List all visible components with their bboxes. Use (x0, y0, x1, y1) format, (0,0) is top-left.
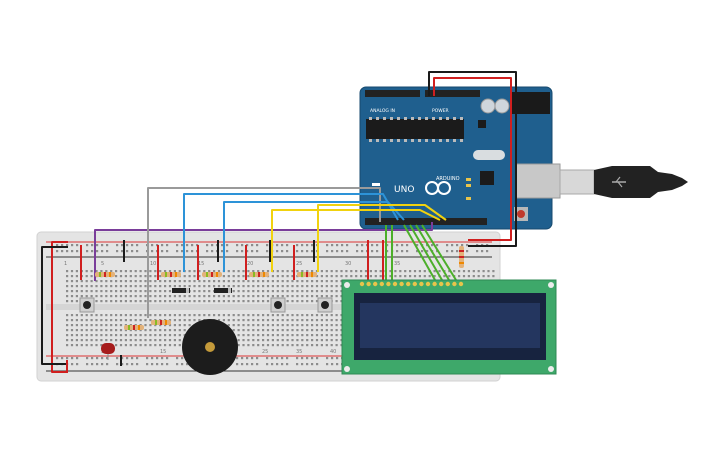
svg-text:30: 30 (345, 261, 351, 267)
breadboard-column-numbers: 1 5 10 15 20 25 30 35 5 15 25 35 40 (64, 261, 400, 355)
capacitor-2 (494, 98, 510, 114)
wire-rail-black-left (41, 246, 68, 365)
resistor-1 (95, 272, 115, 277)
lcd-pin[interactable] (406, 281, 411, 287)
wire-rail-red-left (51, 241, 68, 373)
diode-2 (214, 288, 232, 293)
diode-1 (172, 288, 190, 293)
resistor-6 (124, 325, 144, 330)
svg-text:25: 25 (262, 349, 268, 355)
lcd-pin[interactable] (366, 281, 371, 287)
wire-gnd-black (428, 71, 517, 247)
pushbutton-1 (79, 297, 95, 313)
svg-text:5: 5 (101, 261, 104, 267)
wire-green-4 (409, 224, 443, 281)
wire-green-3 (403, 224, 436, 281)
wire-yellow-2 (317, 204, 447, 272)
power-header[interactable] (425, 90, 480, 97)
lcd-pin[interactable] (439, 281, 444, 287)
pushbutton-3 (317, 297, 333, 313)
on-led (372, 183, 380, 186)
arduino-logo: UNO ARDUINO (394, 176, 460, 195)
wire-green-6 (421, 224, 457, 281)
resistor-8 (459, 246, 464, 268)
svg-text:UNO: UNO (394, 185, 414, 195)
svg-text:ARDUINO: ARDUINO (436, 176, 460, 182)
pushbuttons[interactable] (79, 297, 333, 313)
svg-text:35: 35 (296, 349, 302, 355)
lcd-pin[interactable] (419, 281, 424, 287)
lcd-pin[interactable] (412, 281, 417, 287)
lcd-pin[interactable] (379, 281, 384, 287)
diodes[interactable] (172, 288, 232, 293)
resistor-3 (202, 272, 222, 277)
lcd-pin[interactable] (458, 281, 464, 287)
arduino-uno-board[interactable]: ANALOG IN POWER UNO ARDUINO (359, 86, 561, 230)
red-led[interactable] (101, 343, 115, 360)
rx-led (466, 184, 471, 187)
analog-header-label: ANALOG IN (370, 108, 395, 114)
lcd-pin[interactable] (399, 281, 404, 287)
lcd-pin[interactable] (432, 281, 437, 287)
svg-text:15: 15 (198, 261, 204, 267)
resistor-5 (297, 272, 317, 277)
svg-text:15: 15 (160, 349, 166, 355)
svg-text:25: 25 (296, 261, 302, 267)
tx-led (466, 178, 471, 181)
svg-text:40: 40 (330, 349, 336, 355)
usb-chip (480, 171, 494, 185)
lcd-pin[interactable] (452, 281, 457, 287)
usb-b-port[interactable] (515, 163, 561, 199)
svg-text:1: 1 (64, 261, 67, 267)
lcd-screen (360, 303, 540, 348)
wire-purple (94, 222, 433, 281)
wire-green-5 (415, 224, 450, 281)
lcd-pin[interactable] (373, 281, 378, 287)
lcd-pin[interactable] (359, 281, 365, 287)
wire-yellow-1 (271, 209, 441, 272)
capacitor-1 (480, 98, 496, 114)
resistor-2 (161, 272, 181, 277)
wire-blue-1 (183, 193, 399, 272)
wires[interactable] (41, 71, 517, 373)
usb-cable[interactable] (559, 166, 688, 198)
lcd-pin[interactable] (425, 281, 431, 287)
pushbutton-2 (270, 297, 286, 313)
svg-text:10: 10 (150, 261, 156, 267)
piezo-buzzer[interactable] (182, 319, 238, 375)
svg-text:35: 35 (394, 261, 400, 267)
digital-header[interactable] (365, 218, 487, 225)
lcd-pin[interactable] (386, 281, 391, 287)
lcd-pin[interactable] (445, 281, 450, 287)
l-led (466, 197, 471, 200)
resistor-4 (249, 272, 269, 277)
analog-header[interactable] (365, 90, 420, 97)
lcd-pin-header[interactable] (359, 281, 464, 287)
lcd-16x2[interactable] (341, 279, 557, 375)
atmega-chip (366, 119, 464, 139)
usb-icon (612, 176, 626, 188)
wire-5v-red (433, 77, 512, 241)
resistors[interactable] (95, 246, 464, 330)
lcd-pin[interactable] (392, 281, 398, 287)
svg-text:20: 20 (247, 261, 253, 267)
dc-power-jack[interactable] (512, 92, 550, 114)
crystal-oscillator (473, 150, 505, 160)
resistor-7 (151, 320, 171, 325)
power-header-label: POWER (432, 108, 449, 114)
